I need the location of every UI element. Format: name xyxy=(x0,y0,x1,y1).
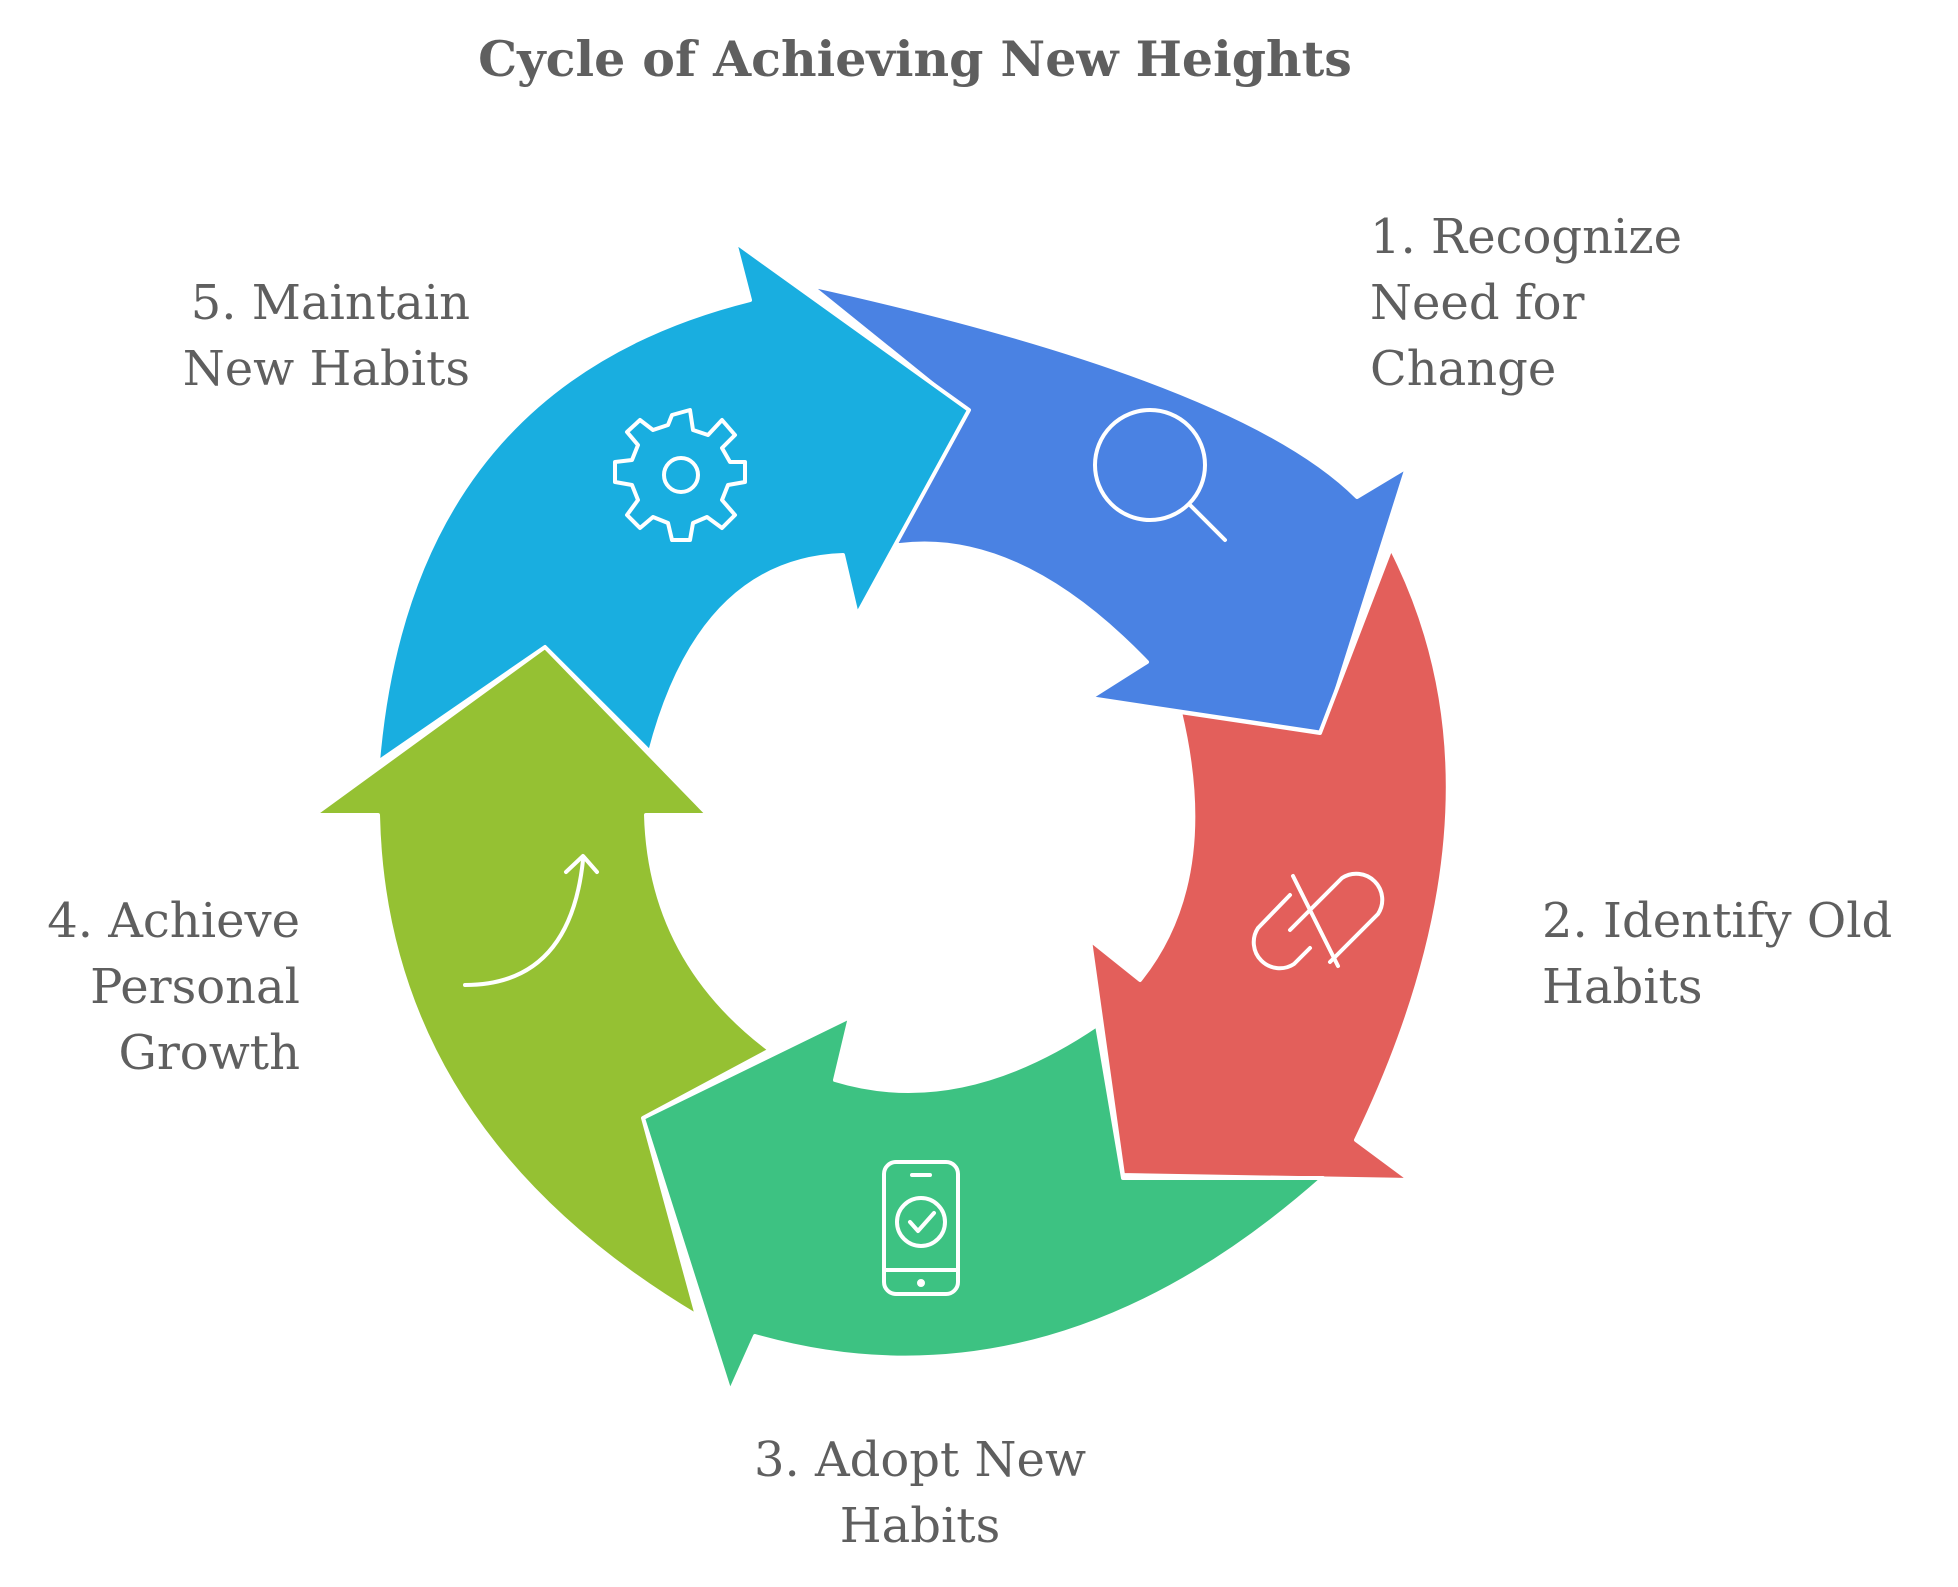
curved-arrow-icon xyxy=(463,854,599,987)
label-recognize-need-for-change: 1. Recognize Need for Change xyxy=(1370,204,1682,402)
segment-maintain xyxy=(376,240,971,764)
label-line: 3. Adopt New xyxy=(753,1432,1087,1488)
label-line: 1. Recognize xyxy=(1370,209,1683,265)
label-line: New Habits xyxy=(182,341,470,397)
label-line: Change xyxy=(1370,341,1557,397)
label-line: Habits xyxy=(839,1498,1001,1554)
segment-achieve xyxy=(312,645,772,1318)
segment-adopt xyxy=(641,1015,1325,1394)
label-line: Growth xyxy=(118,1025,300,1081)
label-line: 2. Identify Old xyxy=(1542,893,1893,949)
gear-icon xyxy=(613,408,747,542)
segment-recognize xyxy=(808,283,1409,735)
label-achieve-personal-growth: 4. Achieve Personal Growth xyxy=(20,888,300,1086)
label-line: Personal xyxy=(90,959,300,1015)
label-line: Need for xyxy=(1370,275,1585,331)
label-adopt-new-habits: 3. Adopt New Habits xyxy=(640,1427,1200,1559)
smartphone-check-icon xyxy=(882,1160,960,1296)
label-maintain-new-habits: 5. Maintain New Habits xyxy=(160,270,470,402)
label-identify-old-habits: 2. Identify Old Habits xyxy=(1542,888,1892,1020)
search-icon xyxy=(1093,408,1227,542)
label-line: Habits xyxy=(1542,959,1703,1015)
diagram-title: Cycle of Achieving New Heights xyxy=(478,30,1352,88)
label-line: 4. Achieve xyxy=(47,893,300,949)
label-line: 5. Maintain xyxy=(190,275,470,331)
broken-link-icon xyxy=(1251,871,1385,971)
segment-identify xyxy=(1088,546,1450,1182)
